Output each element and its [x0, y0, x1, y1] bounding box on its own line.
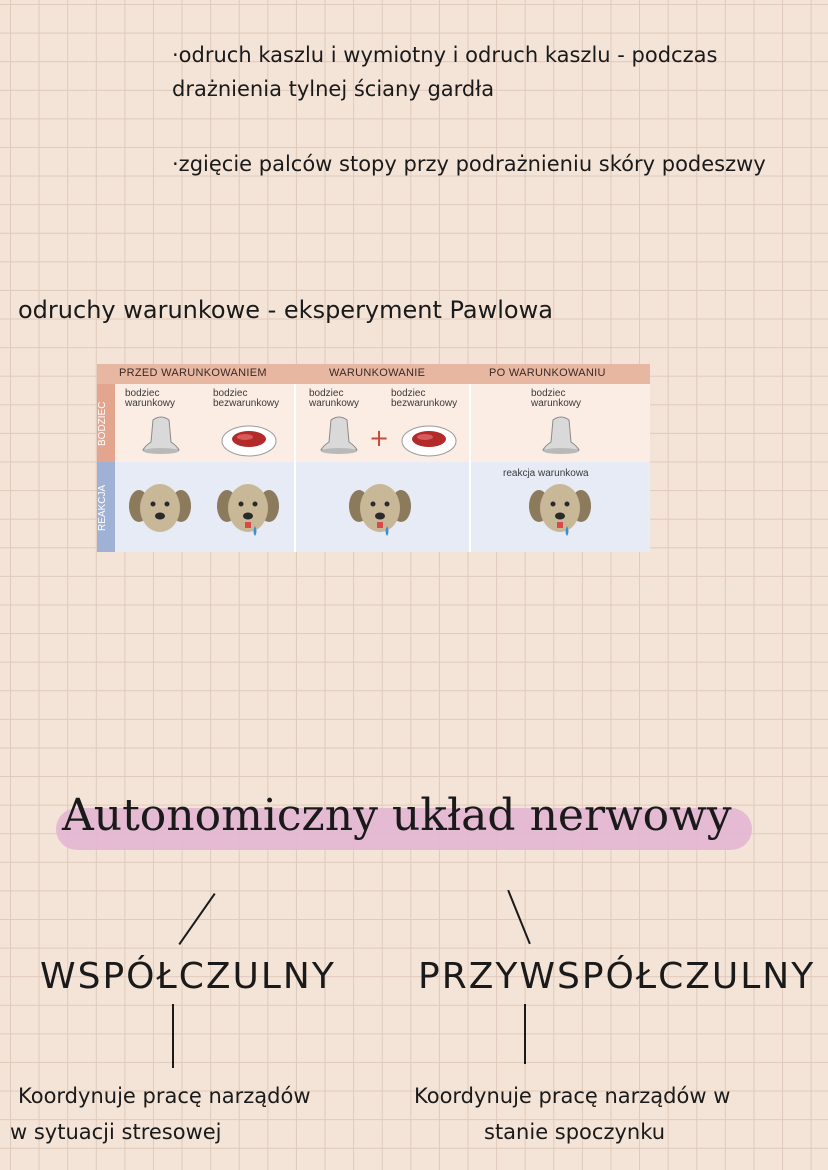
reaction-row-tab: REAKCJA [97, 462, 115, 552]
parasympathetic-label: PRZYWSPÓŁCZULNY [418, 956, 816, 997]
figure-header: PRZED WARUNKOWANIEM WARUNKOWANIE PO WARU… [97, 364, 650, 384]
dog-icon [217, 484, 279, 536]
conditioned-stimulus-label: bodziec warunkowy [531, 388, 582, 409]
conditioned-stimulus-label: bodziec warunkowy [125, 388, 176, 409]
branch-line-left [178, 893, 216, 945]
branch-line-right [507, 889, 531, 945]
reflex-note-2: ·zgięcie palców stopy przy podrażnieniu … [172, 152, 766, 176]
saliva-drop-icon [253, 526, 257, 536]
saliva-drop-icon [385, 526, 389, 536]
meat-plate-icon [401, 425, 457, 457]
reflex-note-1-line-b: drażnienia tylnej ściany gardła [172, 77, 495, 101]
reflex-note-1-line-a: ·odruch kaszlu i wymiotny i odruch kaszl… [172, 43, 718, 67]
col-after-label: PO WARUNKOWANIU [489, 367, 606, 379]
bell-icon [142, 416, 180, 454]
connector-line-left [172, 1004, 174, 1068]
dog-icon [129, 484, 191, 532]
conditioned-stimulus-label: bodziec warunkowy [309, 388, 360, 409]
col-during-label: WARUNKOWANIE [329, 367, 426, 379]
bell-icon [320, 416, 358, 454]
sympathetic-desc-line-b: w sytuacji stresowej [10, 1120, 222, 1144]
plus-icon: + [369, 424, 390, 452]
meat-plate-icon [221, 425, 277, 457]
sympathetic-label: WSPÓŁCZULNY [40, 956, 336, 997]
parasympathetic-desc-line-a: Koordynuje pracę narządów w [414, 1084, 731, 1108]
column-divider [294, 384, 296, 552]
section-subtitle: odruchy warunkowe - eksperyment Pawlowa [18, 296, 553, 324]
sympathetic-desc-line-a: Koordynuje pracę narządów [18, 1084, 311, 1108]
title-highlight [56, 808, 752, 850]
col-before-label: PRZED WARUNKOWANIEM [119, 367, 267, 379]
dog-icon [529, 484, 591, 536]
conditioned-response-label: reakcja warunkowa [503, 468, 589, 479]
saliva-drop-icon [565, 526, 569, 536]
unconditioned-stimulus-label: bodziec bezwarunkowy [213, 388, 280, 409]
connector-line-right [524, 1004, 526, 1064]
reaction-row-label: REAKCJA [97, 484, 108, 532]
sympathetic-description: Koordynuje pracę narządów w sytuacji str… [10, 1078, 311, 1150]
pavlov-figure: PRZED WARUNKOWANIEM WARUNKOWANIE PO WARU… [97, 364, 650, 552]
unconditioned-stimulus-label: bodziec bezwarunkowy [391, 388, 458, 409]
bell-icon [542, 416, 580, 454]
dog-icon [349, 484, 411, 536]
parasympathetic-description: Koordynuje pracę narządów w stanie spocz… [414, 1078, 730, 1150]
stimulus-row-tab: BODZIEC [97, 384, 115, 462]
column-divider [469, 384, 471, 552]
reflex-note-1: ·odruch kaszlu i wymiotny i odruch kaszl… [172, 38, 717, 106]
stimulus-row-label: BODZIEC [97, 401, 108, 447]
ans-title: Autonomiczny układ nerwowy [62, 790, 732, 841]
parasympathetic-desc-line-b: stanie spoczynku [484, 1120, 666, 1144]
